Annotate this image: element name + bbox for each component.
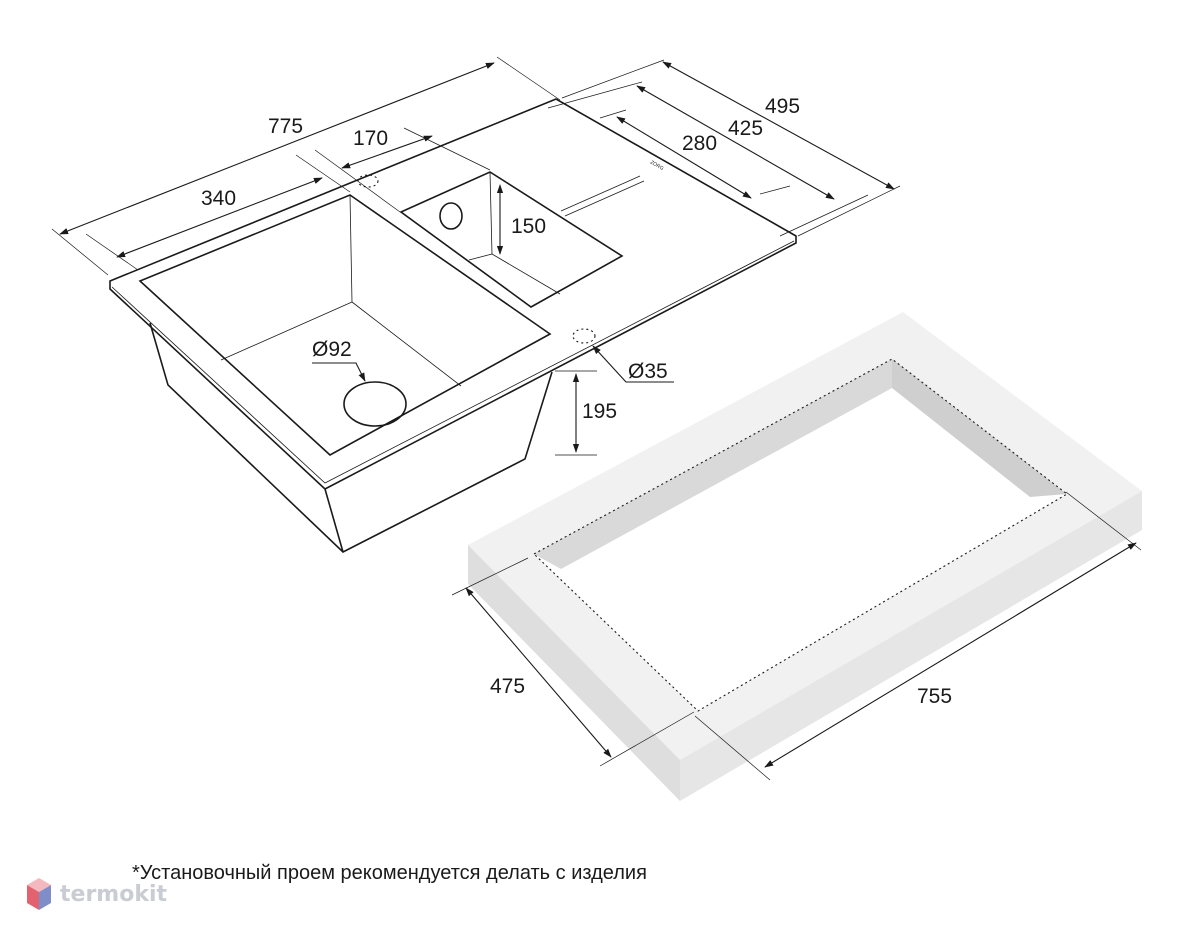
tap-hole-diameter-label: Ø35 — [628, 360, 668, 383]
installation-footnote: *Установочный проем рекомендуется делать… — [132, 862, 647, 884]
brand-logo-mark: ZORG — [649, 160, 665, 172]
drain-diameter-leader — [312, 362, 366, 382]
small-bowl-width-dimension-line — [616, 116, 752, 199]
small-bowl-depth-label: 150 — [511, 215, 546, 238]
cutout-length-dimension-line — [764, 542, 1137, 768]
overall-length-label: 775 — [268, 115, 303, 138]
drain-hole — [343, 381, 407, 427]
cutout-inner-wall-right — [892, 359, 1067, 497]
overall-width-dimension-line — [662, 61, 895, 190]
brand-watermark: termokit — [26, 876, 167, 912]
cutout-inner-wall-back — [534, 359, 892, 569]
sink-body-edge — [324, 488, 344, 553]
brand-name: termokit — [60, 881, 168, 907]
bowl-length-label: 340 — [201, 187, 236, 210]
drainboard-groove — [560, 175, 645, 217]
bowl-length-dimension-line — [116, 177, 323, 258]
small-bowl-drain — [439, 202, 463, 230]
drain-diameter-label: Ø92 — [312, 338, 352, 361]
cutout-width-label: 475 — [490, 675, 525, 698]
tap-hole — [572, 328, 596, 344]
main-bowl-depth-label: 195 — [582, 400, 617, 423]
cutout-dimensions: 475 755 — [451, 491, 1142, 781]
small-bowl-rim — [399, 171, 624, 308]
overall-width-label: 495 — [765, 95, 800, 118]
sink-deck-outline — [109, 98, 797, 490]
tap-hole-diameter-leader — [592, 345, 674, 383]
worktop-front-right-face — [680, 491, 1142, 801]
brand-cube-icon — [27, 878, 51, 910]
sink-deck-inner-edge — [111, 240, 795, 484]
cutout-width-dimension-line — [465, 587, 612, 758]
cutout-outline — [533, 358, 1068, 712]
small-bowl-width-label: 280 — [682, 132, 717, 155]
bowl-width-label: 425 — [728, 117, 763, 140]
cutout-length-label: 755 — [917, 685, 952, 708]
worktop-cutout-drawing — [468, 312, 1142, 801]
small-bowl-length-label: 170 — [353, 127, 388, 150]
tap-hole-marker — [357, 174, 379, 188]
small-bowl-length-dimension-line — [341, 135, 433, 169]
overall-length-dimension-line — [59, 62, 495, 235]
sink-dimensions: 775 340 170 495 425 280 150 195 Ø92 — [51, 56, 901, 456]
bowl-width-dimension-line — [636, 85, 835, 200]
